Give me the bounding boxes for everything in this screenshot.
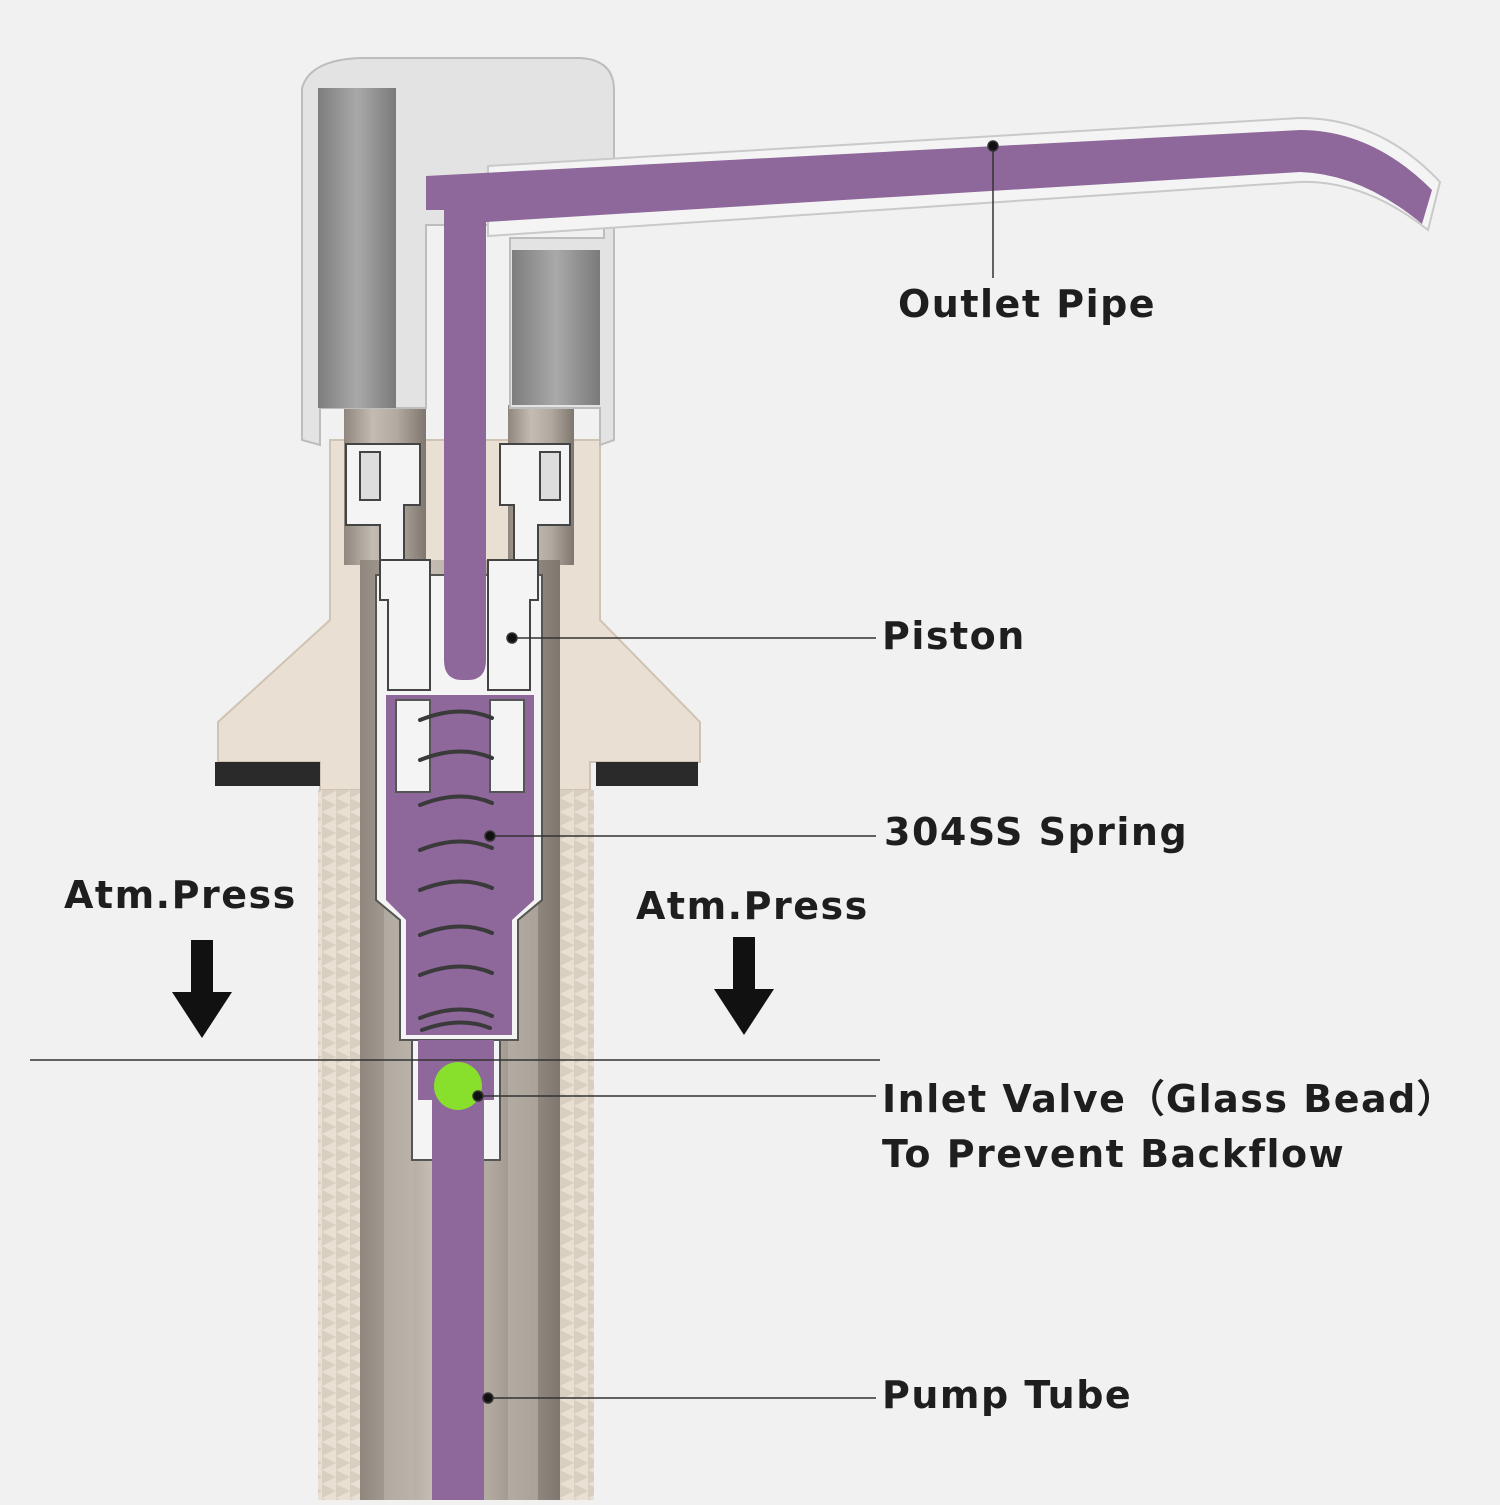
gasket-left	[215, 762, 320, 786]
label-prevent-backflow: To Prevent Backflow	[882, 1132, 1346, 1176]
outlet-pipe	[426, 116, 1442, 680]
label-piston: Piston	[882, 614, 1026, 658]
label-pump-tube: Pump Tube	[882, 1373, 1133, 1417]
label-atm-press-right: Atm.Press	[636, 884, 869, 928]
label-inlet-valve: Inlet Valve（Glass Bead）	[882, 1077, 1457, 1121]
piston-assembly	[345, 443, 571, 691]
leader-lines	[472, 140, 999, 1404]
down-arrow-icon	[172, 940, 232, 1038]
glass-bead	[434, 1062, 482, 1110]
label-outlet-pipe: Outlet Pipe	[898, 282, 1157, 326]
down-arrow-icon	[714, 937, 774, 1035]
gasket-right	[596, 762, 698, 786]
pump-cap	[301, 57, 615, 447]
label-spring: 304SS Spring	[884, 810, 1189, 854]
label-atm-press-left: Atm.Press	[64, 873, 297, 917]
spring	[418, 709, 494, 1032]
